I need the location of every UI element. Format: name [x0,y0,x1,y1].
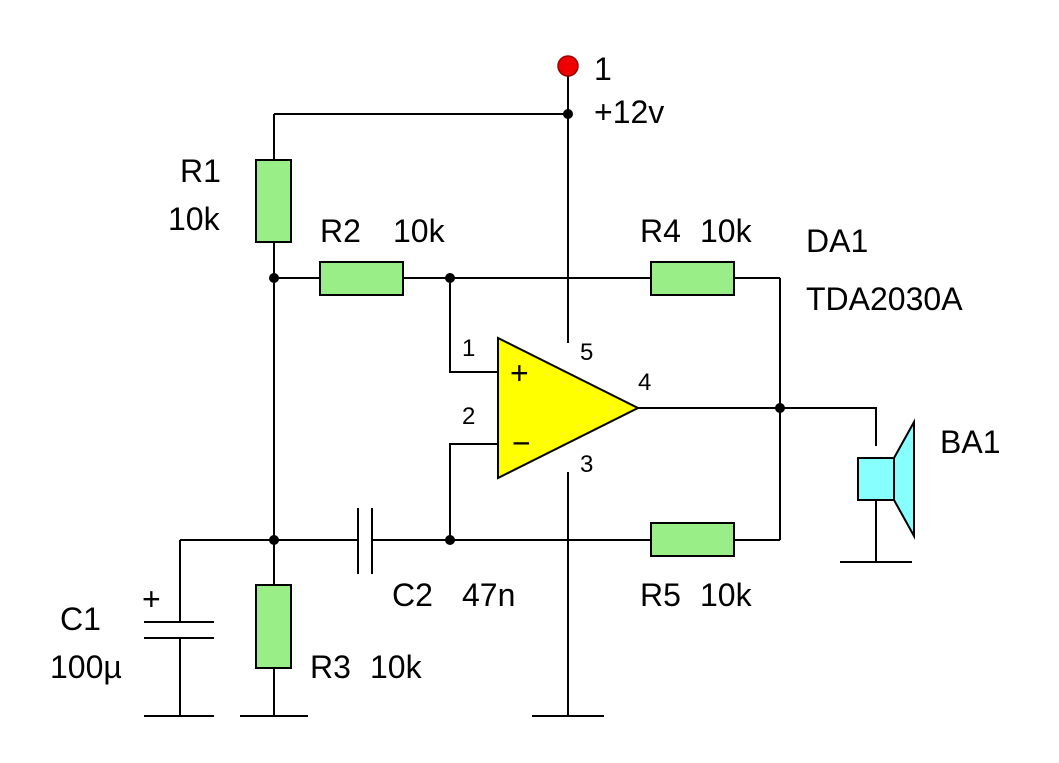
r2-value-label: 10k [393,213,446,249]
c2-value-label: 47n [462,577,515,613]
r3-value-label: 10k [370,649,423,685]
supply-terminal [557,55,579,77]
resistor-r4 [650,261,735,296]
wire-to-pin2 [449,443,498,540]
opamp-da1 [497,336,641,480]
da1-ref-label: DA1 [806,223,868,259]
c1-ref-label: C1 [60,601,101,637]
junction-dot [445,273,455,283]
da1-part-label: TDA2030A [806,281,963,317]
resistor-r2 [319,261,404,296]
pin-1-label: 1 [462,335,475,362]
r1-ref-label: R1 [180,153,221,189]
wire-output-to-speaker [780,407,877,446]
r3-ref-label: R3 [310,649,351,685]
c1-value-label: 100µ [50,649,122,685]
pin-4-label: 4 [638,369,651,396]
wire-to-pin1 [449,278,498,373]
resistor-r1 [255,159,292,243]
wires [144,75,912,717]
c2-ref-label: C2 [392,577,433,613]
r4-value-label: 10k [700,213,753,249]
r1-value-label: 10k [168,201,221,237]
resistor-r3 [255,584,292,669]
junctions [269,109,785,545]
speaker-ba1-cone [893,418,915,540]
junction-dot [269,535,279,545]
r5-value-label: 10k [700,577,753,613]
junction-dot [445,535,455,545]
speaker-ba1-body [857,457,895,501]
junction-dot [775,403,785,413]
junction-dot [269,273,279,283]
resistor-r5 [650,522,735,557]
supply-pin-number: 1 [594,51,612,87]
junction-dot [563,109,573,119]
r5-ref-label: R5 [640,577,681,613]
ba1-ref-label: BA1 [940,424,1000,460]
supply-voltage-label: +12v [594,94,664,130]
r4-ref-label: R4 [640,213,681,249]
c1-polarity-mark: + [142,581,161,617]
r2-ref-label: R2 [320,213,361,249]
pin-5-label: 5 [580,339,593,366]
opamp-plus-sign: + [510,355,529,391]
pin-2-label: 2 [462,403,475,430]
pin-3-label: 3 [580,451,593,478]
opamp-minus-sign: − [512,425,531,461]
